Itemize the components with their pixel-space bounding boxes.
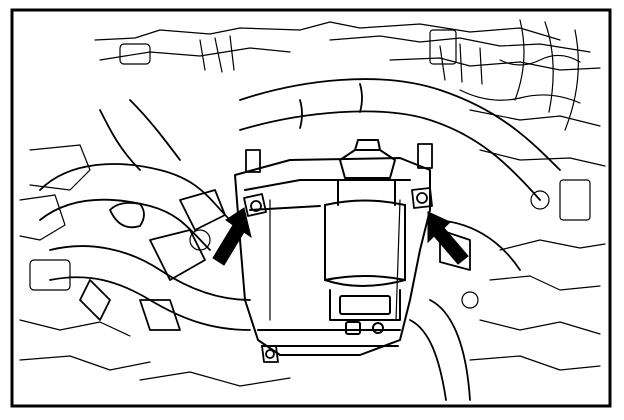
callout-arrow-left <box>212 207 252 266</box>
upper-hose <box>239 78 561 201</box>
callout-arrow-right <box>427 211 469 265</box>
diagram-frame <box>10 8 612 408</box>
right-hose-bundle <box>409 219 521 401</box>
left-hose-bundle <box>39 99 251 331</box>
mounting-bolt-right <box>411 143 433 209</box>
actuator-cylinder <box>324 139 406 335</box>
background-components <box>19 19 606 387</box>
main-housing <box>234 157 431 356</box>
lower-bolt <box>261 345 279 363</box>
mounting-bolt-left <box>243 149 267 217</box>
